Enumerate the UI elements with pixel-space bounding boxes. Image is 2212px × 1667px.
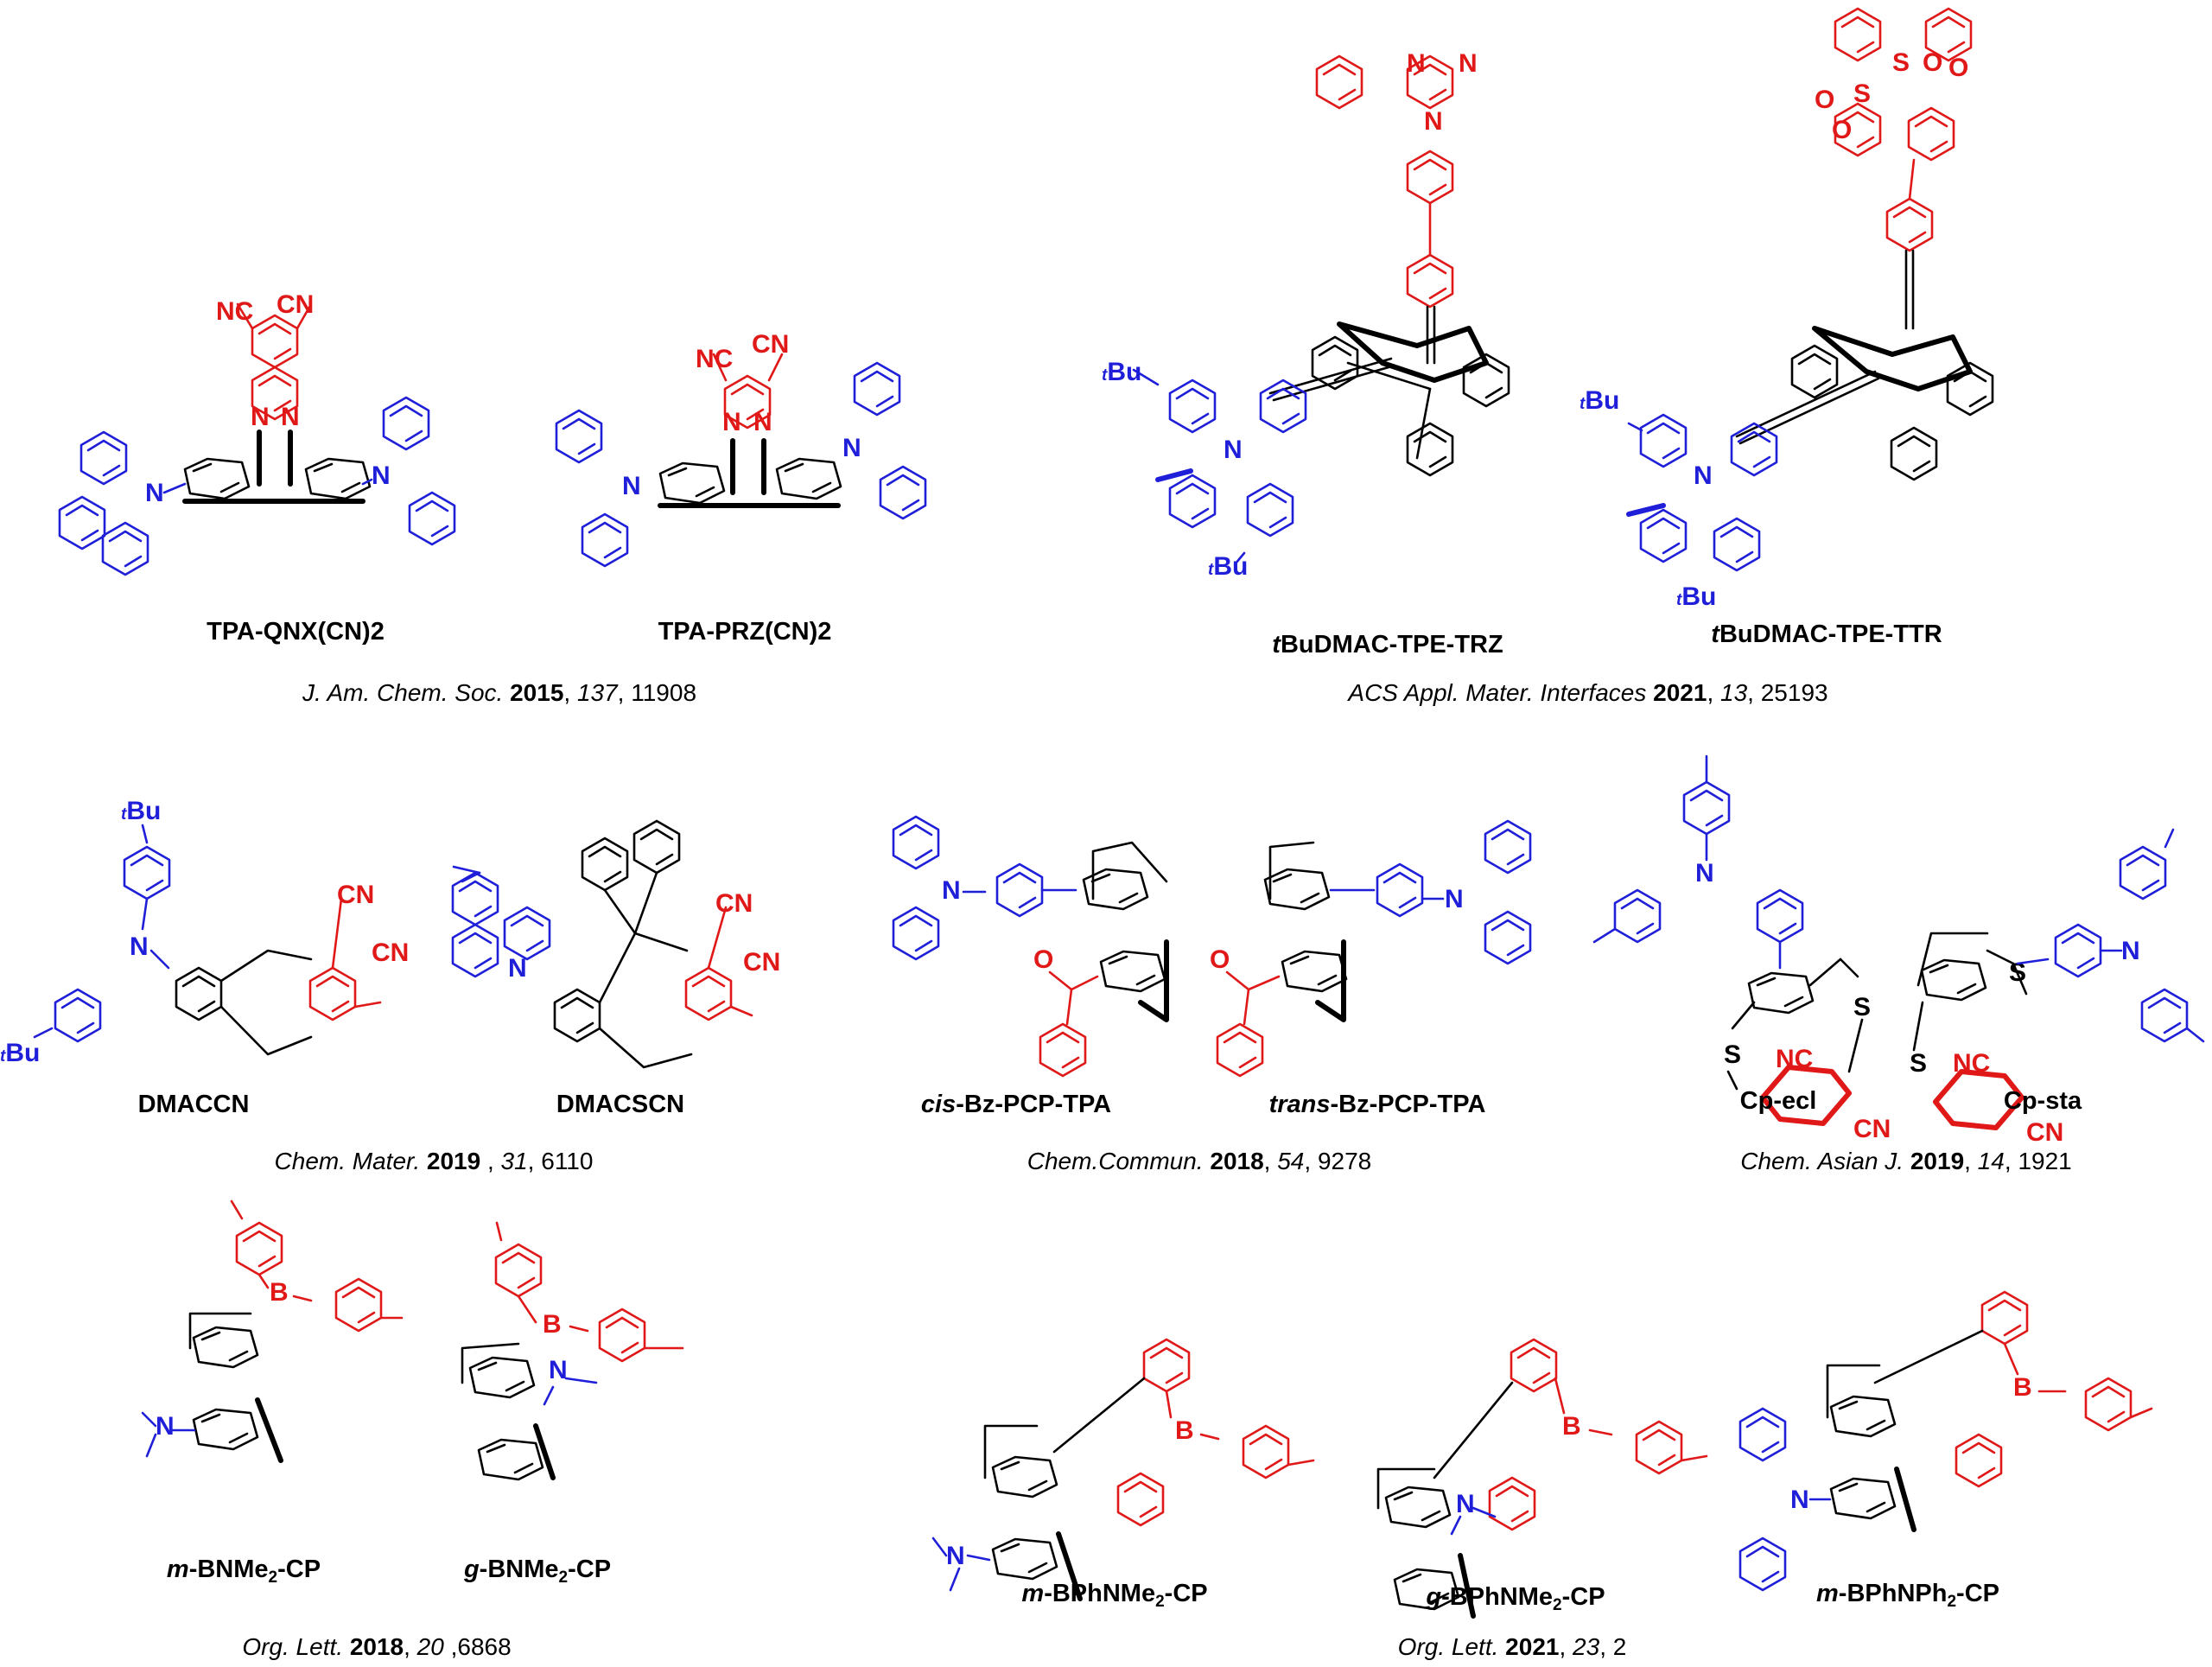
compound-label-cp-ecl: Cp-ecl bbox=[1739, 1087, 1817, 1115]
svg-text:O: O bbox=[1923, 48, 1942, 77]
compound-label-cp-sta: Cp-sta bbox=[2003, 1087, 2082, 1115]
reference-chem-commun-2018: Chem.Commun. 2018, 54, 9278 bbox=[1027, 1148, 1372, 1174]
structure-m-bphnph2-cp: B N bbox=[1738, 1290, 2153, 1592]
svg-text:N: N bbox=[549, 1356, 568, 1384]
compound-label-m-bphnme2-cp: m-BPhNMe2-CP bbox=[1021, 1580, 1208, 1611]
svg-text:O: O bbox=[1948, 54, 1968, 82]
svg-text:CN: CN bbox=[743, 948, 780, 977]
svg-text:NC: NC bbox=[696, 345, 733, 373]
svg-text:N: N bbox=[1407, 49, 1426, 78]
compound-label-dmacscn: DMACSCN bbox=[556, 1091, 685, 1118]
svg-text:N: N bbox=[1224, 436, 1243, 464]
svg-text:S: S bbox=[1853, 993, 1871, 1021]
compound-label-tpa-prz: TPA-PRZ(CN)2 bbox=[658, 618, 832, 646]
structure-dmaccn: tBu N tBu CN CN bbox=[0, 797, 409, 1067]
svg-text:S: S bbox=[1910, 1049, 1927, 1078]
svg-text:N: N bbox=[130, 932, 149, 961]
svg-text:N: N bbox=[1695, 859, 1714, 888]
svg-text:CN: CN bbox=[752, 330, 789, 359]
svg-text:tBu: tBu bbox=[121, 797, 161, 825]
svg-text:N: N bbox=[1459, 49, 1478, 78]
svg-text:N: N bbox=[1424, 107, 1443, 136]
compound-label-g-bnme2-cp: g-BNMe2-CP bbox=[463, 1556, 612, 1587]
svg-text:N: N bbox=[156, 1412, 175, 1441]
structure-dmacscn: N CN CN bbox=[451, 819, 780, 1069]
compound-label-tpa-qnx: TPA-QNX(CN)2 bbox=[207, 618, 385, 646]
svg-text:N: N bbox=[753, 408, 772, 436]
reference-chem-asian-2019: Chem. Asian J. 2019, 14, 1921 bbox=[1740, 1148, 2072, 1174]
reference-chem-mater-2019: Chem. Mater. 2019 , 31, 6110 bbox=[274, 1148, 594, 1174]
structure-cp-ecl: N S S NC CN bbox=[1592, 754, 1891, 1143]
svg-text:N: N bbox=[251, 403, 270, 431]
structure-g-bnme2-cp: B N bbox=[461, 1221, 684, 1481]
reference-acs-ami-2021: ACS Appl. Mater. Interfaces 2021, 13, 25… bbox=[1348, 679, 1828, 706]
structure-g-bphnme2-cp: B N bbox=[1376, 1338, 1708, 1619]
compound-label-cis-bz-pcp-tpa: cis-Bz-PCP-TPA bbox=[920, 1091, 1112, 1118]
svg-text:NC: NC bbox=[1953, 1049, 1990, 1078]
svg-text:CN: CN bbox=[372, 938, 409, 967]
svg-text:B: B bbox=[270, 1278, 289, 1307]
svg-text:CN: CN bbox=[2026, 1118, 2063, 1147]
svg-text:B: B bbox=[543, 1310, 562, 1339]
svg-text:tBu: tBu bbox=[1208, 552, 1248, 581]
svg-text:tBu: tBu bbox=[1102, 358, 1141, 386]
svg-text:B: B bbox=[1175, 1416, 1194, 1445]
svg-text:N: N bbox=[842, 434, 861, 462]
svg-text:tBu: tBu bbox=[1676, 582, 1716, 611]
svg-text:N: N bbox=[946, 1542, 965, 1570]
compound-label-tbudmac-tpe-trz: tBuDMAC-TPE-TRZ bbox=[1272, 631, 1503, 659]
compound-label-g-bphnme2-cp: g-BPhNMe2-CP bbox=[1426, 1583, 1605, 1614]
compound-label-m-bphnph2-cp: m-BPhNPh2-CP bbox=[1816, 1580, 1999, 1611]
svg-text:CN: CN bbox=[337, 881, 374, 909]
svg-text:O: O bbox=[1815, 86, 1834, 114]
compound-label-trans-bz-pcp-tpa: trans-Bz-PCP-TPA bbox=[1268, 1091, 1486, 1118]
svg-text:O: O bbox=[1033, 945, 1053, 974]
svg-text:tBu: tBu bbox=[0, 1039, 40, 1067]
svg-text:N: N bbox=[281, 403, 300, 431]
structure-cp-sta: S N S NC CN bbox=[1910, 828, 2205, 1147]
svg-text:tBu: tBu bbox=[1580, 386, 1619, 415]
svg-text:CN: CN bbox=[276, 290, 314, 319]
compound-label-dmaccn: DMACCN bbox=[137, 1091, 250, 1118]
svg-text:N: N bbox=[372, 461, 391, 490]
svg-text:NC: NC bbox=[1776, 1045, 1813, 1073]
svg-text:CN: CN bbox=[1853, 1115, 1891, 1143]
svg-text:N: N bbox=[1456, 1490, 1475, 1518]
svg-text:S: S bbox=[1892, 48, 1910, 77]
svg-text:O: O bbox=[1832, 116, 1852, 144]
svg-text:S: S bbox=[2009, 958, 2026, 987]
reference-jacs-2015: J. Am. Chem. Soc. 2015, 137, 11908 bbox=[302, 679, 697, 706]
structure-m-bphnme2-cp: B N bbox=[931, 1338, 1315, 1601]
svg-text:B: B bbox=[1562, 1412, 1581, 1441]
svg-text:S: S bbox=[1724, 1040, 1741, 1069]
compound-label-tbudmac-tpe-ttr: tBuDMAC-TPE-TTR bbox=[1711, 620, 1942, 648]
svg-text:N: N bbox=[622, 472, 641, 500]
svg-text:O: O bbox=[1210, 945, 1230, 974]
svg-text:N: N bbox=[1790, 1486, 1809, 1514]
structure-m-bnme2-cp: B N bbox=[141, 1199, 404, 1463]
svg-text:N: N bbox=[942, 876, 961, 905]
svg-text:N: N bbox=[145, 479, 164, 507]
svg-text:NC: NC bbox=[216, 297, 253, 326]
svg-text:N: N bbox=[2121, 937, 2140, 965]
reference-org-lett-2021: Org. Lett. 2021, 23, 2 bbox=[1397, 1633, 1627, 1660]
svg-text:N: N bbox=[1445, 885, 1464, 913]
compound-label-m-bnme2-cp: m-BNMe2-CP bbox=[166, 1556, 321, 1587]
structure-trans-bz-pcp-tpa: N O bbox=[1210, 819, 1532, 1078]
svg-text:N: N bbox=[508, 954, 527, 983]
reference-org-lett-2018: Org. Lett. 2018, 20 ,6868 bbox=[242, 1633, 512, 1660]
svg-text:N: N bbox=[722, 408, 741, 436]
svg-text:S: S bbox=[1853, 80, 1871, 108]
structure-cis-bz-pcp-tpa: N O bbox=[892, 815, 1169, 1078]
svg-text:CN: CN bbox=[715, 889, 753, 918]
svg-text:N: N bbox=[1694, 461, 1713, 490]
svg-text:B: B bbox=[2013, 1373, 2032, 1402]
